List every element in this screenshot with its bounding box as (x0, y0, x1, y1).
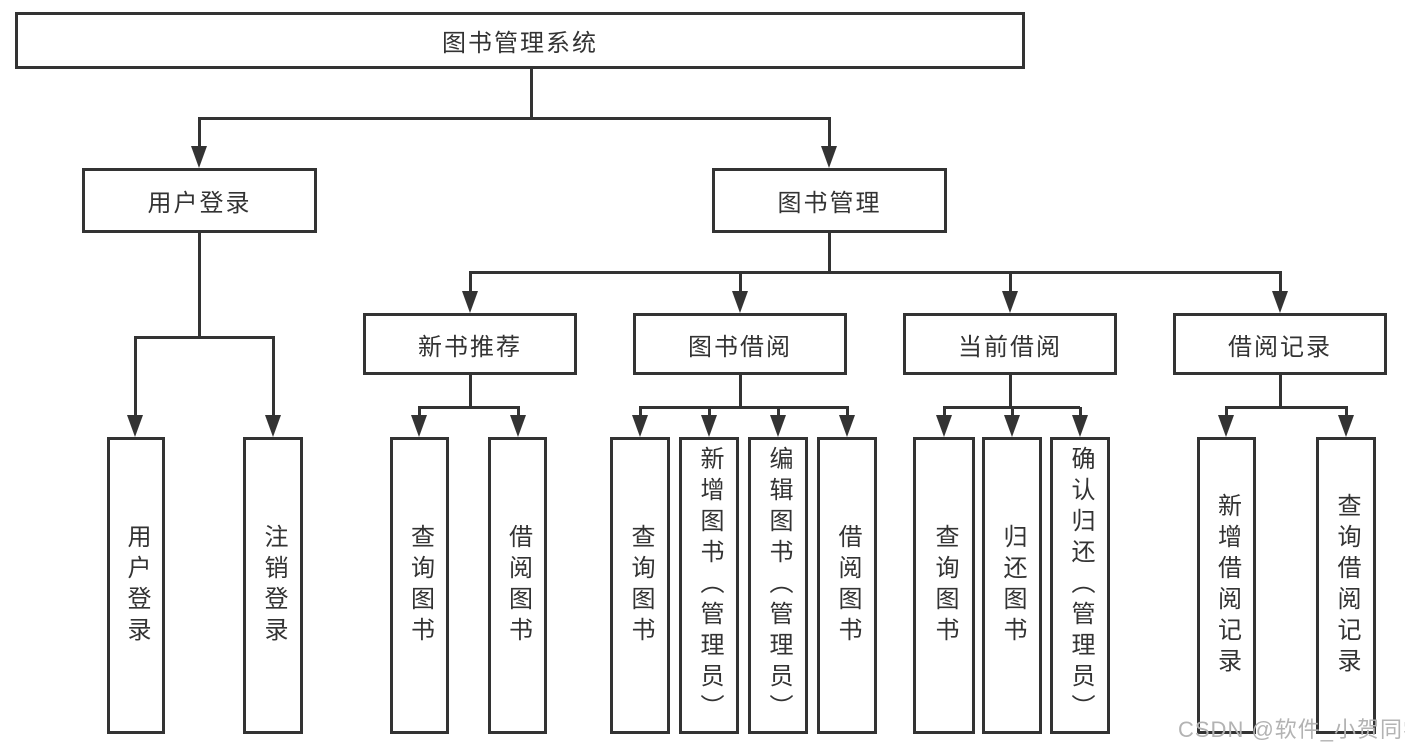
arrow-leaf (839, 415, 855, 437)
leaf-add-borrow-record: 新增借阅记录 (1197, 437, 1256, 734)
arrow-leaf (1218, 415, 1234, 437)
connector-stem (1008, 272, 1012, 293)
connector-stem (942, 407, 946, 417)
arrow-leaf (411, 415, 427, 437)
connector-g5-drop (1278, 375, 1282, 407)
leaf-confirm-return-admin: 确认归还（管理员） (1050, 437, 1110, 734)
connector-stem (845, 407, 849, 417)
node-user-login: 用户登录 (82, 168, 317, 233)
arrow-leaf (1338, 415, 1354, 437)
node-borrow-records: 借阅记录 (1173, 313, 1387, 375)
connector-userlogin-drop (197, 233, 201, 338)
leaf-query-books-1: 查询图书 (390, 437, 449, 734)
arrow-leaf (510, 415, 526, 437)
connector-stem (1278, 272, 1282, 293)
arrow-leaf (632, 415, 648, 437)
leaf-query-books-3: 查询图书 (913, 437, 975, 734)
node-book-borrow: 图书借阅 (633, 313, 847, 375)
connector-stem (827, 118, 831, 148)
connector-stem (516, 407, 520, 417)
node-current-borrow: 当前借阅 (903, 313, 1117, 375)
arrow-leaf (1004, 415, 1020, 437)
arrow-leaf (936, 415, 952, 437)
arrow-book-management (821, 146, 837, 168)
connector-stem (1078, 407, 1082, 417)
connector-level2-bar (197, 116, 831, 120)
leaf-logout: 注销登录 (243, 437, 303, 734)
leaf-query-borrow-record: 查询借阅记录 (1316, 437, 1376, 734)
connector-g1-bar (133, 335, 275, 339)
leaf-query-books-2: 查询图书 (610, 437, 670, 734)
connector-stem (133, 337, 137, 417)
leaf-borrow-books-1: 借阅图书 (488, 437, 547, 734)
node-root: 图书管理系统 (15, 12, 1025, 69)
arrow-leaf (265, 415, 281, 437)
connector-stem (638, 407, 642, 417)
arrow-leaf (1072, 415, 1088, 437)
arrow-leaf (127, 415, 143, 437)
node-new-book-recommend: 新书推荐 (363, 313, 577, 375)
arrow-current-borrow (1002, 291, 1018, 313)
connector-root-drop (529, 68, 533, 120)
arrow-user-login (191, 146, 207, 168)
connector-g4-drop (1008, 375, 1012, 407)
arrow-new-book-recommend (462, 291, 478, 313)
leaf-user-login: 用户登录 (107, 437, 165, 734)
node-book-management: 图书管理 (712, 168, 947, 233)
leaf-add-book-admin: 新增图书（管理员） (679, 437, 739, 734)
arrow-borrow-records (1272, 291, 1288, 313)
connector-stem (417, 407, 421, 417)
connector-level3-bar (468, 270, 1282, 274)
leaf-return-books: 归还图书 (982, 437, 1042, 734)
connector-stem (271, 337, 275, 417)
connector-g2-drop (468, 375, 472, 407)
csdn-watermark: CSDN @软件_小贺同学 (1178, 717, 1405, 742)
connector-stem (1344, 407, 1348, 417)
connector-stem (468, 272, 472, 293)
connector-g3-drop (738, 375, 742, 407)
arrow-book-borrow (732, 291, 748, 313)
leaf-borrow-books-2: 借阅图书 (817, 437, 877, 734)
connector-g2-bar (417, 405, 520, 409)
connector-stem (197, 118, 201, 148)
connector-stem (738, 272, 742, 293)
connector-stem (1010, 407, 1014, 417)
connector-stem (776, 407, 780, 417)
leaf-edit-book-admin: 编辑图书（管理员） (748, 437, 808, 734)
connector-stem (1224, 407, 1228, 417)
connector-stem (707, 407, 711, 417)
connector-g3-bar (638, 405, 849, 409)
arrow-leaf (701, 415, 717, 437)
connector-bookmgmt-drop (827, 233, 831, 272)
connector-g5-bar (1224, 405, 1348, 409)
arrow-leaf (770, 415, 786, 437)
